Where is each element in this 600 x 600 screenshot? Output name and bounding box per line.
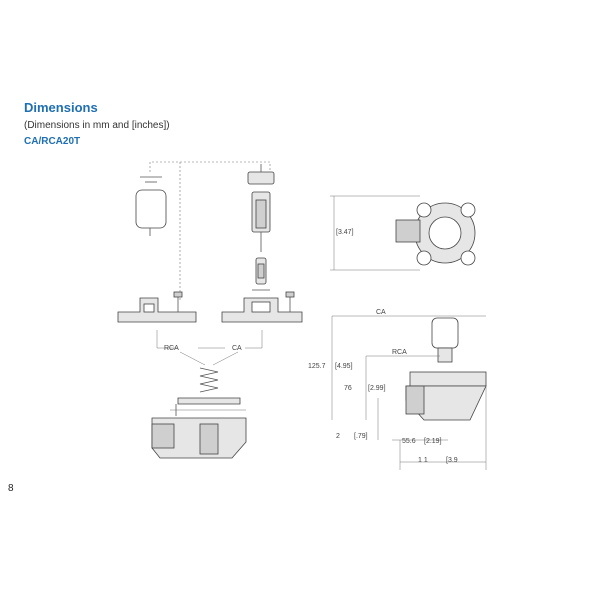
solenoid-stack <box>247 164 275 291</box>
rca-cap <box>117 291 197 323</box>
dim-bottom-in-label: [3.9 <box>446 457 458 464</box>
dim-76-label: 76 <box>344 385 352 392</box>
coil-connection-line <box>149 161 271 300</box>
rca-side-label: RCA <box>392 349 407 356</box>
coil <box>135 176 167 236</box>
rca-branch-label: RCA <box>164 345 179 352</box>
valve-body <box>151 397 247 459</box>
section-title: Dimensions <box>24 100 98 115</box>
dim-55-in-label: [2.19] <box>424 438 442 445</box>
side-dimension-lines <box>331 315 487 470</box>
dim-2-label: 2 <box>336 433 340 440</box>
dim-2-in-label: [.79] <box>354 433 368 440</box>
branch-lines <box>156 330 263 366</box>
dim-55-label: 55.6 <box>402 438 416 445</box>
section-subtitle: (Dimensions in mm and [inches]) <box>24 120 170 131</box>
page-number: 8 <box>8 483 14 494</box>
dim-125-label: 125.7 <box>308 363 326 370</box>
ca-top-label: CA <box>376 309 386 316</box>
side-view <box>405 317 487 421</box>
dim-76-in-label: [2.99] <box>368 385 386 392</box>
ca-cap <box>221 291 303 323</box>
top-view <box>395 202 476 266</box>
top-view-dim: [3.47] <box>336 229 354 236</box>
ca-branch-label: CA <box>232 345 242 352</box>
dim-bottom-label: 1 1 <box>418 457 428 464</box>
dim-125-in-label: [4.95] <box>335 363 353 370</box>
model-label: CA/RCA20T <box>24 136 81 147</box>
spring <box>199 367 219 393</box>
